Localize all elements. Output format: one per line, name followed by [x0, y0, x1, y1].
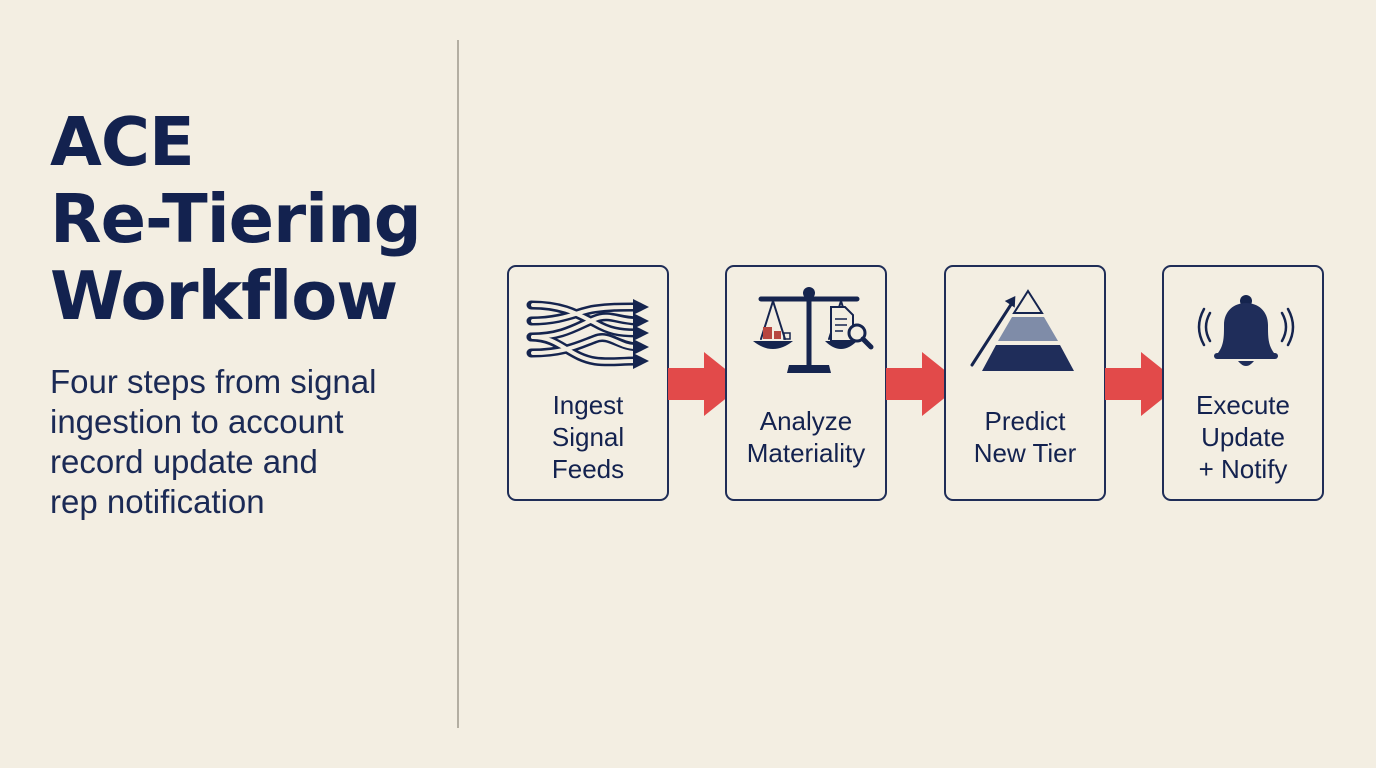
step-analyze-materiality: Analyze Materiality [725, 265, 887, 501]
bell-icon [1197, 295, 1295, 366]
step-label-line: + Notify [1198, 454, 1288, 484]
title-line: ACE [50, 103, 195, 181]
step-label-line: Update [1201, 422, 1285, 452]
page-subtitle: Four steps from signal ingestion to acco… [50, 362, 376, 522]
step-ingest-signal-feeds: Ingest Signal Feeds [507, 265, 669, 501]
step-label-line: Predict [984, 406, 1066, 436]
title-line: Re-Tiering [50, 180, 422, 258]
step-label-line: Materiality [746, 438, 866, 468]
step-label: Ingest Signal Feeds [509, 389, 667, 485]
page-title: ACE Re-Tiering Workflow [50, 103, 422, 335]
step-label-line: New Tier [973, 438, 1077, 468]
step-label-line: Execute [1196, 390, 1290, 420]
vertical-divider [457, 40, 459, 728]
subtitle-line: Four steps from signal [50, 363, 377, 400]
flow-arrow-2 [886, 352, 962, 416]
title-line: Workflow [50, 257, 398, 335]
step-label: Execute Update + Notify [1164, 389, 1322, 485]
subtitle-line: rep notification [50, 483, 265, 520]
step-label-line: Feeds [551, 454, 625, 484]
scale-with-magnifier-icon [753, 287, 874, 373]
flow-arrow-1 [668, 352, 744, 416]
step-predict-new-tier: Predict New Tier [944, 265, 1106, 501]
step-execute-update-notify: Execute Update + Notify [1162, 265, 1324, 501]
flow-arrow-3 [1105, 352, 1181, 416]
step-label-line: Signal [551, 422, 625, 452]
step-label-line: Ingest [552, 390, 624, 420]
tier-pyramid-icon [970, 289, 1074, 371]
step-label: Analyze Materiality [727, 405, 885, 469]
step-label-line: Analyze [759, 406, 853, 436]
merging-arrows-icon [526, 299, 649, 369]
subtitle-line: record update and [50, 443, 318, 480]
subtitle-line: ingestion to account [50, 403, 344, 440]
step-label: Predict New Tier [946, 405, 1104, 469]
